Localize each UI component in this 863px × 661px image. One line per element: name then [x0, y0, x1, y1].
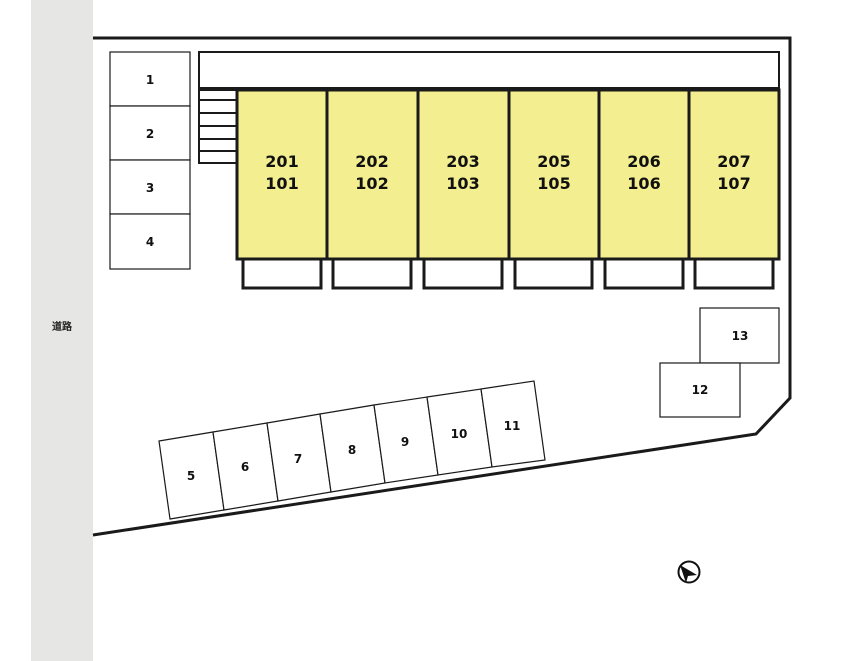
parking-label: 4 — [146, 235, 154, 249]
parking-label: 7 — [294, 452, 302, 466]
unit-206-106: 206 106 — [597, 88, 691, 261]
unit-upper-label: 207 — [717, 152, 750, 171]
parking-space-1 — [109, 51, 191, 107]
unit-upper-label: 205 — [537, 152, 570, 171]
parking-label: 5 — [187, 469, 195, 483]
parking-label: 6 — [241, 460, 249, 474]
parking-label: 13 — [732, 329, 749, 343]
unit-upper-label: 206 — [627, 152, 660, 171]
stairs — [198, 89, 238, 164]
unit-upper-label: 201 — [265, 152, 298, 171]
corridor-strip — [198, 51, 780, 89]
unit-upper-label: 203 — [446, 152, 479, 171]
unit-lower-label: 106 — [627, 174, 660, 193]
unit-upper-label: 202 — [355, 152, 388, 171]
parking-space-4 — [109, 213, 191, 270]
site-boundary — [92, 36, 792, 537]
parking-left-column: 1 2 3 4 — [109, 51, 191, 270]
parking-space-2 — [109, 105, 191, 161]
unit-205-105: 205 105 — [507, 88, 601, 261]
parking-space-11 — [480, 380, 546, 468]
parking-space-12 — [659, 362, 741, 418]
parking-diagonal-row: 5 6 7 8 9 10 11 — [158, 380, 546, 520]
unit-lower-label: 101 — [265, 174, 298, 193]
parking-label: 11 — [504, 419, 521, 433]
unit-lower-label: 105 — [537, 174, 570, 193]
parking-label: 8 — [348, 443, 356, 457]
road-strip — [31, 0, 93, 661]
parking-label: 12 — [692, 383, 709, 397]
unit-207-107: 207 107 — [687, 88, 781, 261]
parking-right-group: 13 12 — [659, 307, 780, 418]
unit-202-102: 202 102 — [325, 88, 420, 261]
road-label: 道路 — [52, 320, 73, 333]
parking-label: 10 — [451, 427, 468, 441]
parking-label: 9 — [401, 435, 409, 449]
parking-space-13 — [699, 307, 780, 364]
parking-label: 3 — [146, 181, 154, 195]
parking-label: 1 — [146, 73, 154, 87]
unit-lower-label: 107 — [717, 174, 750, 193]
north-arrow-icon — [677, 560, 701, 584]
unit-lower-label: 102 — [355, 174, 388, 193]
unit-203-103: 203 103 — [416, 88, 511, 261]
unit-lower-label: 103 — [446, 174, 479, 193]
balconies — [241, 257, 775, 290]
parking-label: 2 — [146, 127, 154, 141]
unit-201-101: 201 101 — [235, 88, 329, 261]
